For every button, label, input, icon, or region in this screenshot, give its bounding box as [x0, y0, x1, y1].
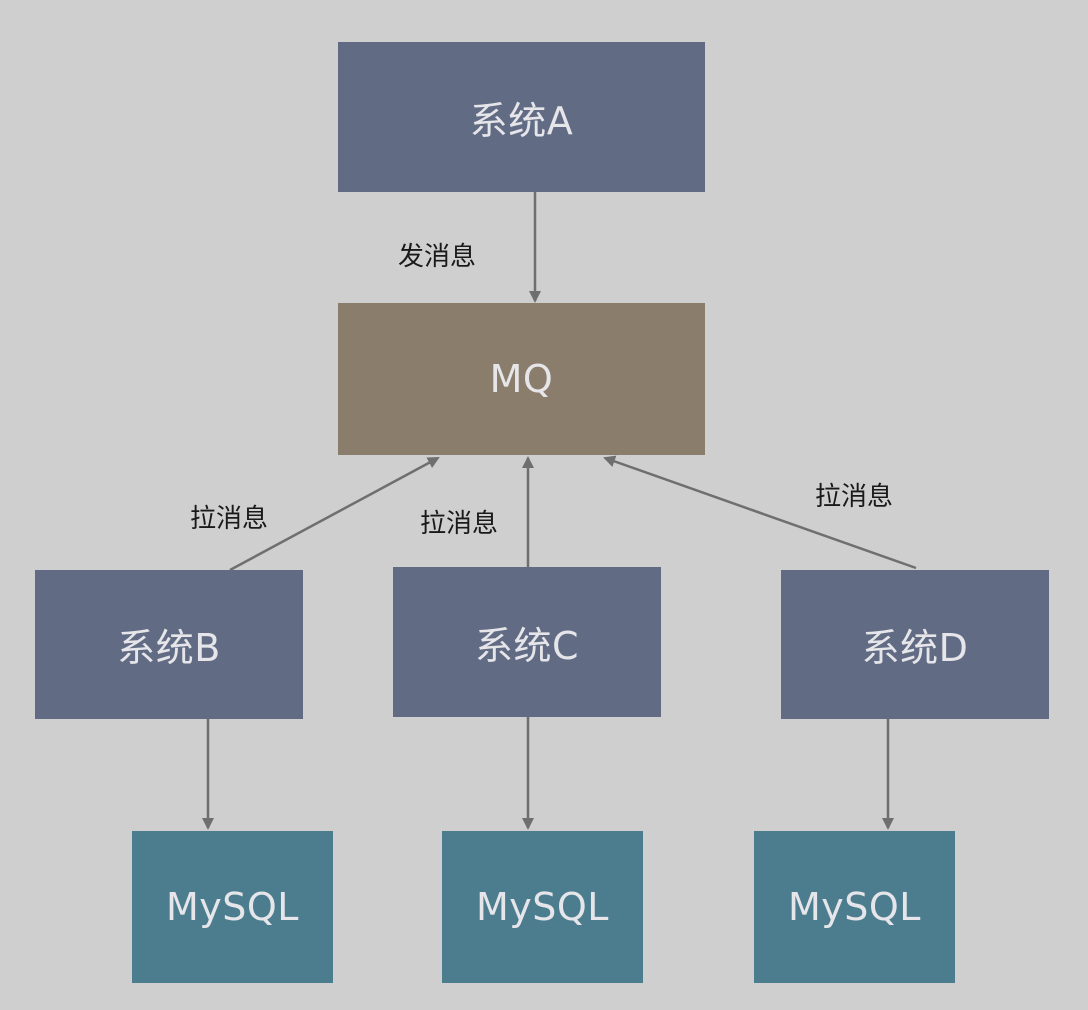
mysql-b-node: MySQL	[132, 831, 333, 983]
edge-label-pull-message-c: 拉消息	[420, 509, 499, 539]
system-c-node: 系统C	[393, 567, 661, 717]
edge-label-pull-message-d: 拉消息	[815, 482, 894, 512]
mysql-d-node: MySQL	[754, 831, 955, 983]
system-a-node: 系统A	[338, 42, 705, 192]
edge-label-pull-message-b: 拉消息	[190, 504, 269, 534]
edge-b-to-mq	[229, 456, 440, 572]
edge-d-to-mq	[603, 455, 917, 570]
mq-node: MQ	[338, 303, 705, 455]
system-b-node: 系统B	[35, 570, 303, 719]
edge-label-send-message: 发消息	[398, 242, 477, 272]
mysql-c-node: MySQL	[442, 831, 643, 983]
system-d-node: 系统D	[781, 570, 1049, 719]
